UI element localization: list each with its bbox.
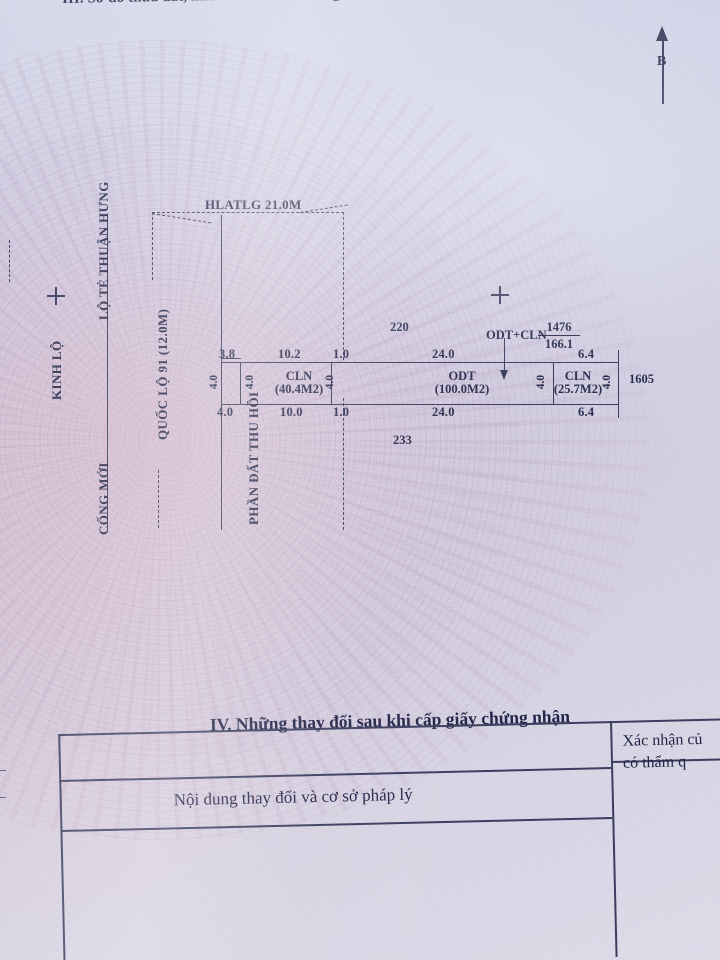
leader-head xyxy=(500,370,509,380)
leader-shaft xyxy=(504,338,506,372)
reclaim-area-label: PHẦN ĐẤT THU HỒI xyxy=(246,391,261,525)
road-edge-line xyxy=(107,215,109,530)
corridor-dash-left xyxy=(152,212,153,280)
dim-top-1: 3.8 xyxy=(219,347,236,361)
lot-cln-east-code: CLN xyxy=(564,369,592,383)
lot-cln-west-area: (40.4M2) xyxy=(274,382,324,397)
neighbor-parcel-east: 1605 xyxy=(629,372,654,386)
lot-divider-3 xyxy=(553,362,555,405)
callout-code: ODT+CLN xyxy=(486,328,547,342)
parcel-top-edge xyxy=(221,362,619,364)
parcel-east-boundary xyxy=(618,350,620,418)
survey-cross-marker xyxy=(491,286,509,304)
lot-cln-east: CLN (25.7M2) xyxy=(548,369,608,397)
dim-bottom-4: 24.0 xyxy=(432,405,455,419)
dim-bottom-5: 6.4 xyxy=(578,405,595,419)
table-column-divider xyxy=(610,721,618,957)
survey-cross-marker xyxy=(47,287,65,305)
road-label-quoc-lo-91: QUỐC LỘ 91 (12.0M) xyxy=(155,308,170,440)
dim-top-5: 6.4 xyxy=(578,347,595,361)
north-arrow-label: B xyxy=(657,54,667,69)
dim-top-4: 24.0 xyxy=(432,347,455,361)
north-arrow-shaft xyxy=(662,30,664,104)
dim-side-1: 4.0 xyxy=(208,374,221,390)
callout-fraction: 1476 166.1 xyxy=(538,320,580,351)
callout-parcel-no: 1476 xyxy=(546,320,572,334)
neighbor-parcel-south: 233 xyxy=(393,433,412,447)
dim-bottom-3: 1.0 xyxy=(333,405,350,419)
corridor-dash-right-lower xyxy=(343,398,344,530)
lot-cln-west-code: CLN xyxy=(285,369,313,383)
callout-area: 166.1 xyxy=(544,337,574,352)
road-label-cong-moi: CỐNG MỚI xyxy=(96,462,111,535)
dim-bottom-2: 10.0 xyxy=(280,405,303,419)
lot-divider-2 xyxy=(331,362,333,405)
table-col-right-line1: Xác nhận củ xyxy=(622,730,703,750)
road-label-kinh-lo: KINH LỘ xyxy=(49,340,64,400)
lot-odt: ODT (100.0M2) xyxy=(425,369,499,397)
north-arrow: B xyxy=(645,26,685,106)
table-col-right-line2: có thẩm q xyxy=(622,752,687,772)
parcel-step-edge xyxy=(221,358,241,360)
boundary-dash-left-lower xyxy=(158,470,159,528)
table-col-right-header: Xác nhận củ có thẩm q xyxy=(622,727,720,774)
page-edge-sliver xyxy=(0,770,6,798)
lot-cln-east-area: (25.7M2) xyxy=(553,382,603,397)
dim-bottom-1: 4.0 xyxy=(217,405,234,419)
callout-leader-arrow xyxy=(499,338,511,380)
table-border-left xyxy=(58,734,66,960)
corridor-dash-bevel-left xyxy=(151,213,212,224)
road-label-lo-te-thuan-hung: LỘ TẺ THUẬN HƯNG xyxy=(96,181,111,320)
corridor-dash-right-upper xyxy=(343,212,344,360)
dim-side-4: 4.0 xyxy=(535,374,548,390)
dim-side-2: 4.0 xyxy=(244,374,257,390)
section-iv-title: IV. Những thay đổi sau khi cấp giấy chứn… xyxy=(209,706,571,735)
table-row-divider xyxy=(60,817,613,832)
corridor-label: HLATLG 21.0M xyxy=(205,197,302,212)
section-iv-table: IV. Những thay đổi sau khi cấp giấy chứn… xyxy=(0,684,720,960)
lot-divider-1 xyxy=(240,362,242,405)
table-col-left-header: Nội dung thay đổi và cơ sở pháp lý xyxy=(173,784,413,810)
dim-top-2: 10.2 xyxy=(278,347,301,361)
neighbor-parcel-north: 220 xyxy=(390,320,409,334)
table-header-divider xyxy=(59,767,612,782)
parcel-west-boundary xyxy=(221,215,223,530)
lot-odt-code: ODT xyxy=(448,369,476,383)
dim-top-3: 1.0 xyxy=(333,347,350,361)
boundary-dash-far-left-upper xyxy=(9,240,10,282)
lot-cln-west: CLN (40.4M2) xyxy=(268,369,330,397)
callout-fraction-bar xyxy=(538,335,580,337)
parcel-bottom-edge xyxy=(221,404,619,406)
corridor-dash-top xyxy=(152,212,344,213)
lot-odt-area: (100.0M2) xyxy=(434,382,490,397)
